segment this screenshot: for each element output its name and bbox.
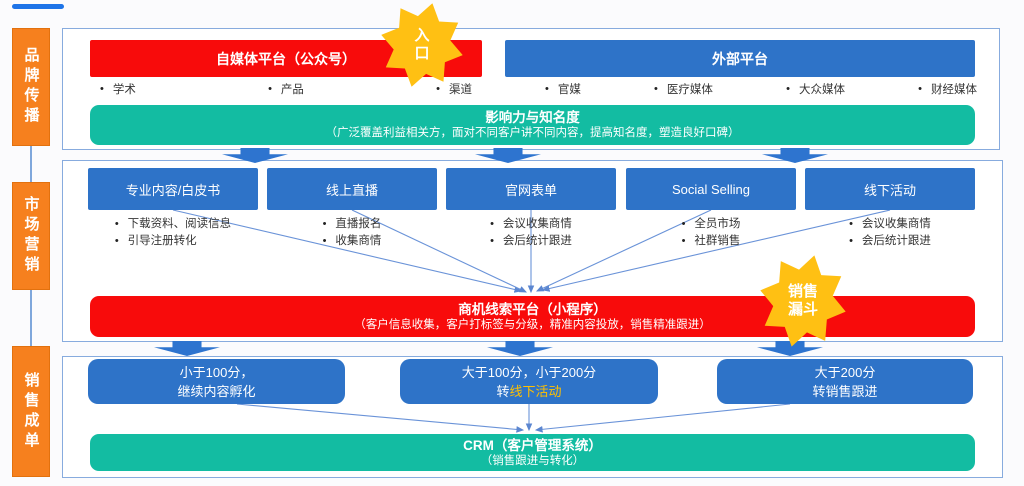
lane-label-sales: 销售成单: [12, 346, 50, 477]
score-box-over-200: 大于200分 转销售跟进: [717, 359, 973, 404]
funnel-star-line2: 漏斗: [787, 301, 818, 318]
bullet-item: 会后统计跟进: [490, 233, 572, 250]
channel-title: 专业内容/白皮书: [125, 182, 221, 198]
bullet-item: 财经媒体: [918, 81, 977, 97]
bullet-item: 引导注册转化: [115, 233, 231, 250]
channel-box-webform: 官网表单: [446, 168, 616, 210]
channel-box-social-selling: Social Selling: [626, 168, 796, 210]
channel-title: 线上直播: [325, 182, 378, 198]
bullet-item: 会议收集商情: [490, 216, 572, 233]
channel-bullets-webform: 会议收集商情 会后统计跟进: [446, 216, 616, 250]
bullet-item: 直播报名: [323, 216, 381, 233]
crm-bar-title: CRM（客户管理系统）: [463, 437, 602, 453]
funnel-star-line1: 销售: [787, 283, 818, 300]
channel-title: Social Selling: [671, 181, 751, 197]
bullet-item: 学术: [100, 81, 136, 97]
crm-bar: CRM（客户管理系统） （销售跟进与转化）: [90, 434, 975, 471]
lane-label-text: 销售成单: [22, 371, 40, 452]
impact-bar-subtitle: （广泛覆盖利益相关方，面对不同客户讲不同内容，提高知名度，塑造良好口碑）: [325, 127, 740, 139]
lead-bar-title: 商机线索平台（小程序）: [458, 301, 607, 317]
score-line2: 转线下活动: [496, 382, 561, 401]
lead-bar-subtitle: （客户信息收集，客户打标签与分级，精准内容投放，销售精准跟进）: [354, 318, 711, 331]
lane-label-brand: 品牌传播: [12, 28, 50, 146]
channel-bullets-offline-event: 会议收集商情 会后统计跟进: [805, 216, 975, 250]
impact-awareness-bar: 影响力与知名度 （广泛覆盖利益相关方，面对不同客户讲不同内容，提高知名度，塑造良…: [90, 105, 975, 145]
bullet-item: 会后统计跟进: [849, 233, 931, 250]
bullet-item: 下载资料、阅读信息: [115, 216, 232, 233]
channel-box-offline-event: 线下活动: [805, 168, 975, 210]
score-line2: 继续内容孵化: [177, 383, 256, 399]
score-line2-prefix: 转: [496, 383, 510, 399]
top-left-dash: [12, 4, 64, 9]
bullet-item: 会议收集商情: [849, 216, 931, 233]
lane-connector-line: [30, 290, 32, 346]
bullet-item: 全员市场: [682, 216, 740, 233]
impact-bar-title: 影响力与知名度: [485, 110, 580, 125]
score-box-under-100: 小于100分， 继续内容孵化: [88, 359, 345, 404]
lane-label-text: 市场营销: [22, 196, 40, 276]
own-media-bullet-row: 学术 产品 渠道: [100, 81, 472, 97]
score-line2: 转销售跟进: [812, 383, 878, 399]
sales-funnel-star-text: 销售 漏斗: [759, 254, 847, 348]
bullet-item: 医疗媒体: [654, 81, 713, 97]
crm-bar-subtitle: （销售跟进与转化）: [480, 454, 585, 467]
bullet-item: 社群销售: [682, 233, 740, 250]
bullet-item: 渠道: [436, 81, 472, 97]
entry-star-line2: 口: [414, 45, 430, 62]
external-platform-box: 外部平台: [505, 40, 975, 77]
entry-star-badge: 入 口: [380, 2, 464, 88]
lane-label-marketing: 市场营销: [12, 182, 50, 290]
entry-star-text: 入 口: [380, 2, 464, 88]
channel-title: 官网表单: [504, 182, 557, 198]
channel-bullets-social-selling: 全员市场 社群销售: [626, 216, 796, 250]
external-platform-label: 外部平台: [712, 50, 768, 67]
score-box-100-200: 大于100分，小于200分 转线下活动: [400, 359, 658, 404]
lane-label-text: 品牌传播: [22, 47, 40, 127]
own-media-platform-label: 自媒体平台（公众号）: [216, 50, 356, 67]
channel-bullets-livestream: 直播报名 收集商情: [267, 216, 437, 250]
lane-connector-line: [30, 146, 32, 182]
channel-box-livestream: 线上直播: [267, 168, 437, 210]
score-line2-highlight: 线下活动: [509, 383, 562, 399]
bullet-item: 产品: [268, 81, 304, 97]
channel-box-whitepaper: 专业内容/白皮书: [88, 168, 258, 210]
score-line1: 大于100分，小于200分: [461, 364, 597, 380]
entry-star-line1: 入: [414, 27, 430, 44]
sales-funnel-star-badge: 销售 漏斗: [759, 254, 847, 348]
score-line1: 大于200分: [814, 364, 876, 380]
bullet-item: 大众媒体: [786, 81, 845, 97]
external-bullet-row: 官媒 医疗媒体 大众媒体 财经媒体: [545, 81, 977, 97]
bullet-item: 官媒: [545, 81, 581, 97]
channel-bullets-whitepaper: 下载资料、阅读信息 引导注册转化: [88, 216, 258, 250]
channel-title: 线下活动: [863, 182, 916, 198]
score-line1: 小于100分，: [179, 364, 254, 380]
bullet-item: 收集商情: [323, 233, 381, 250]
